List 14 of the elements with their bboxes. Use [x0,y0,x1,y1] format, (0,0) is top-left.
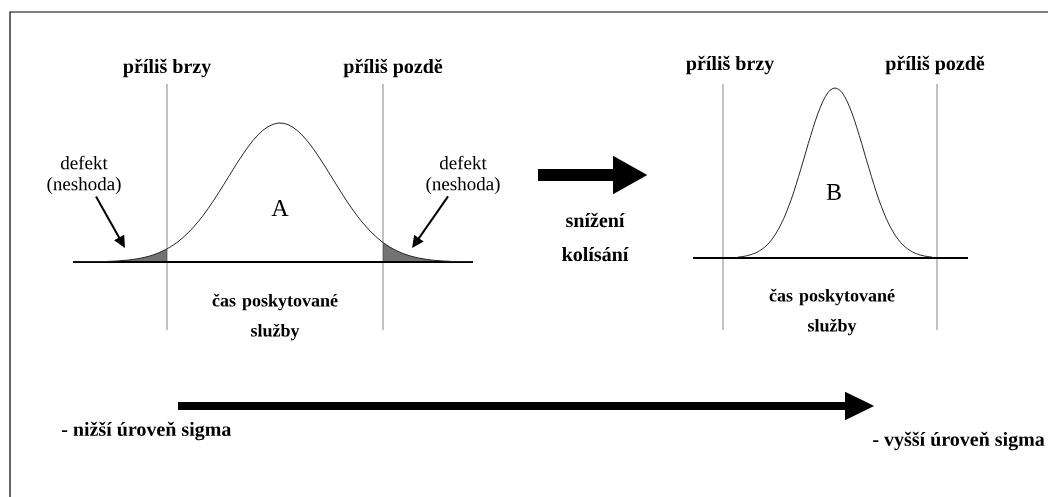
limit-label: příliš pozdě [343,58,443,78]
scale-label: - vyšší úroveň sigma [873,431,1045,451]
arrow-caption: snížení kolísání [562,212,629,262]
limit-label: příliš brzy [123,58,211,78]
curve-label: A [271,200,289,216]
axis-label: čas poskytované služby [212,293,338,341]
callout-text: defekt (neshoda) [426,155,500,195]
limit-label: příliš pozdě [885,55,985,75]
arrow [412,195,450,248]
limit-label: příliš brzy [686,55,774,75]
curve-label: B [826,184,841,200]
axis-label: čas poskytované služby [769,288,895,336]
scale-label: - nižší úroveň sigma [61,421,232,441]
callout-text: defekt (neshoda) [47,155,121,195]
